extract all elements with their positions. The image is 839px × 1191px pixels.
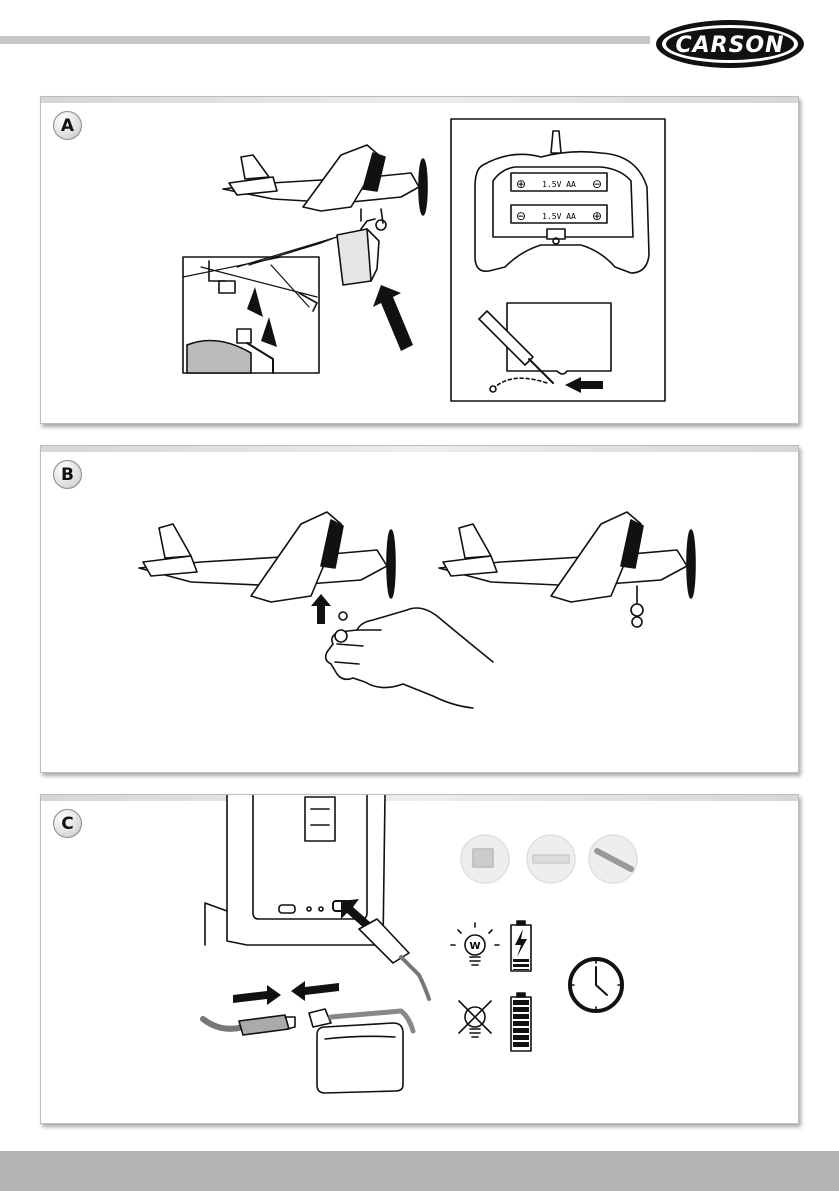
panel-b: B	[40, 445, 799, 773]
battery-top-plus: ⊕	[516, 177, 526, 191]
hand-icon	[326, 608, 493, 708]
panel-b-illustration	[41, 446, 798, 772]
airplane-icon	[139, 512, 395, 602]
panel-c-illustration: W	[41, 795, 798, 1123]
battery-full-icon	[511, 993, 531, 1051]
panel-a-illustration: ⊕ 1.5V AA ⊖ ⊖ 1.5V AA ⊕	[41, 97, 798, 423]
panel-c: C	[40, 794, 799, 1124]
arrow-disconnect-icon	[233, 981, 339, 1005]
light-letter: W	[469, 941, 480, 952]
light-off-icon	[459, 1001, 491, 1037]
battery-top-minus: ⊖	[592, 177, 602, 191]
led-status-row	[461, 835, 637, 883]
battery-top-label: 1.5V AA	[542, 180, 576, 189]
battery-bottom-plus: ⊕	[592, 209, 602, 223]
connector-inset	[183, 257, 319, 373]
logo-text: CARSON	[675, 33, 784, 58]
battery-pack	[337, 219, 379, 285]
footer-bar	[0, 1151, 839, 1191]
panel-a: A	[40, 96, 799, 424]
battery-bottom-minus: ⊖	[516, 209, 526, 223]
airplane-icon	[439, 512, 695, 627]
battery-pack	[317, 1023, 403, 1093]
header-rule	[0, 36, 650, 44]
clock-icon	[570, 959, 622, 1011]
battery-charging-icon	[511, 921, 531, 971]
arrow-up-icon	[311, 594, 331, 624]
airplane-icon	[223, 145, 427, 230]
battery-bottom-label: 1.5V AA	[542, 212, 576, 221]
carson-logo: CARSON	[654, 18, 806, 70]
